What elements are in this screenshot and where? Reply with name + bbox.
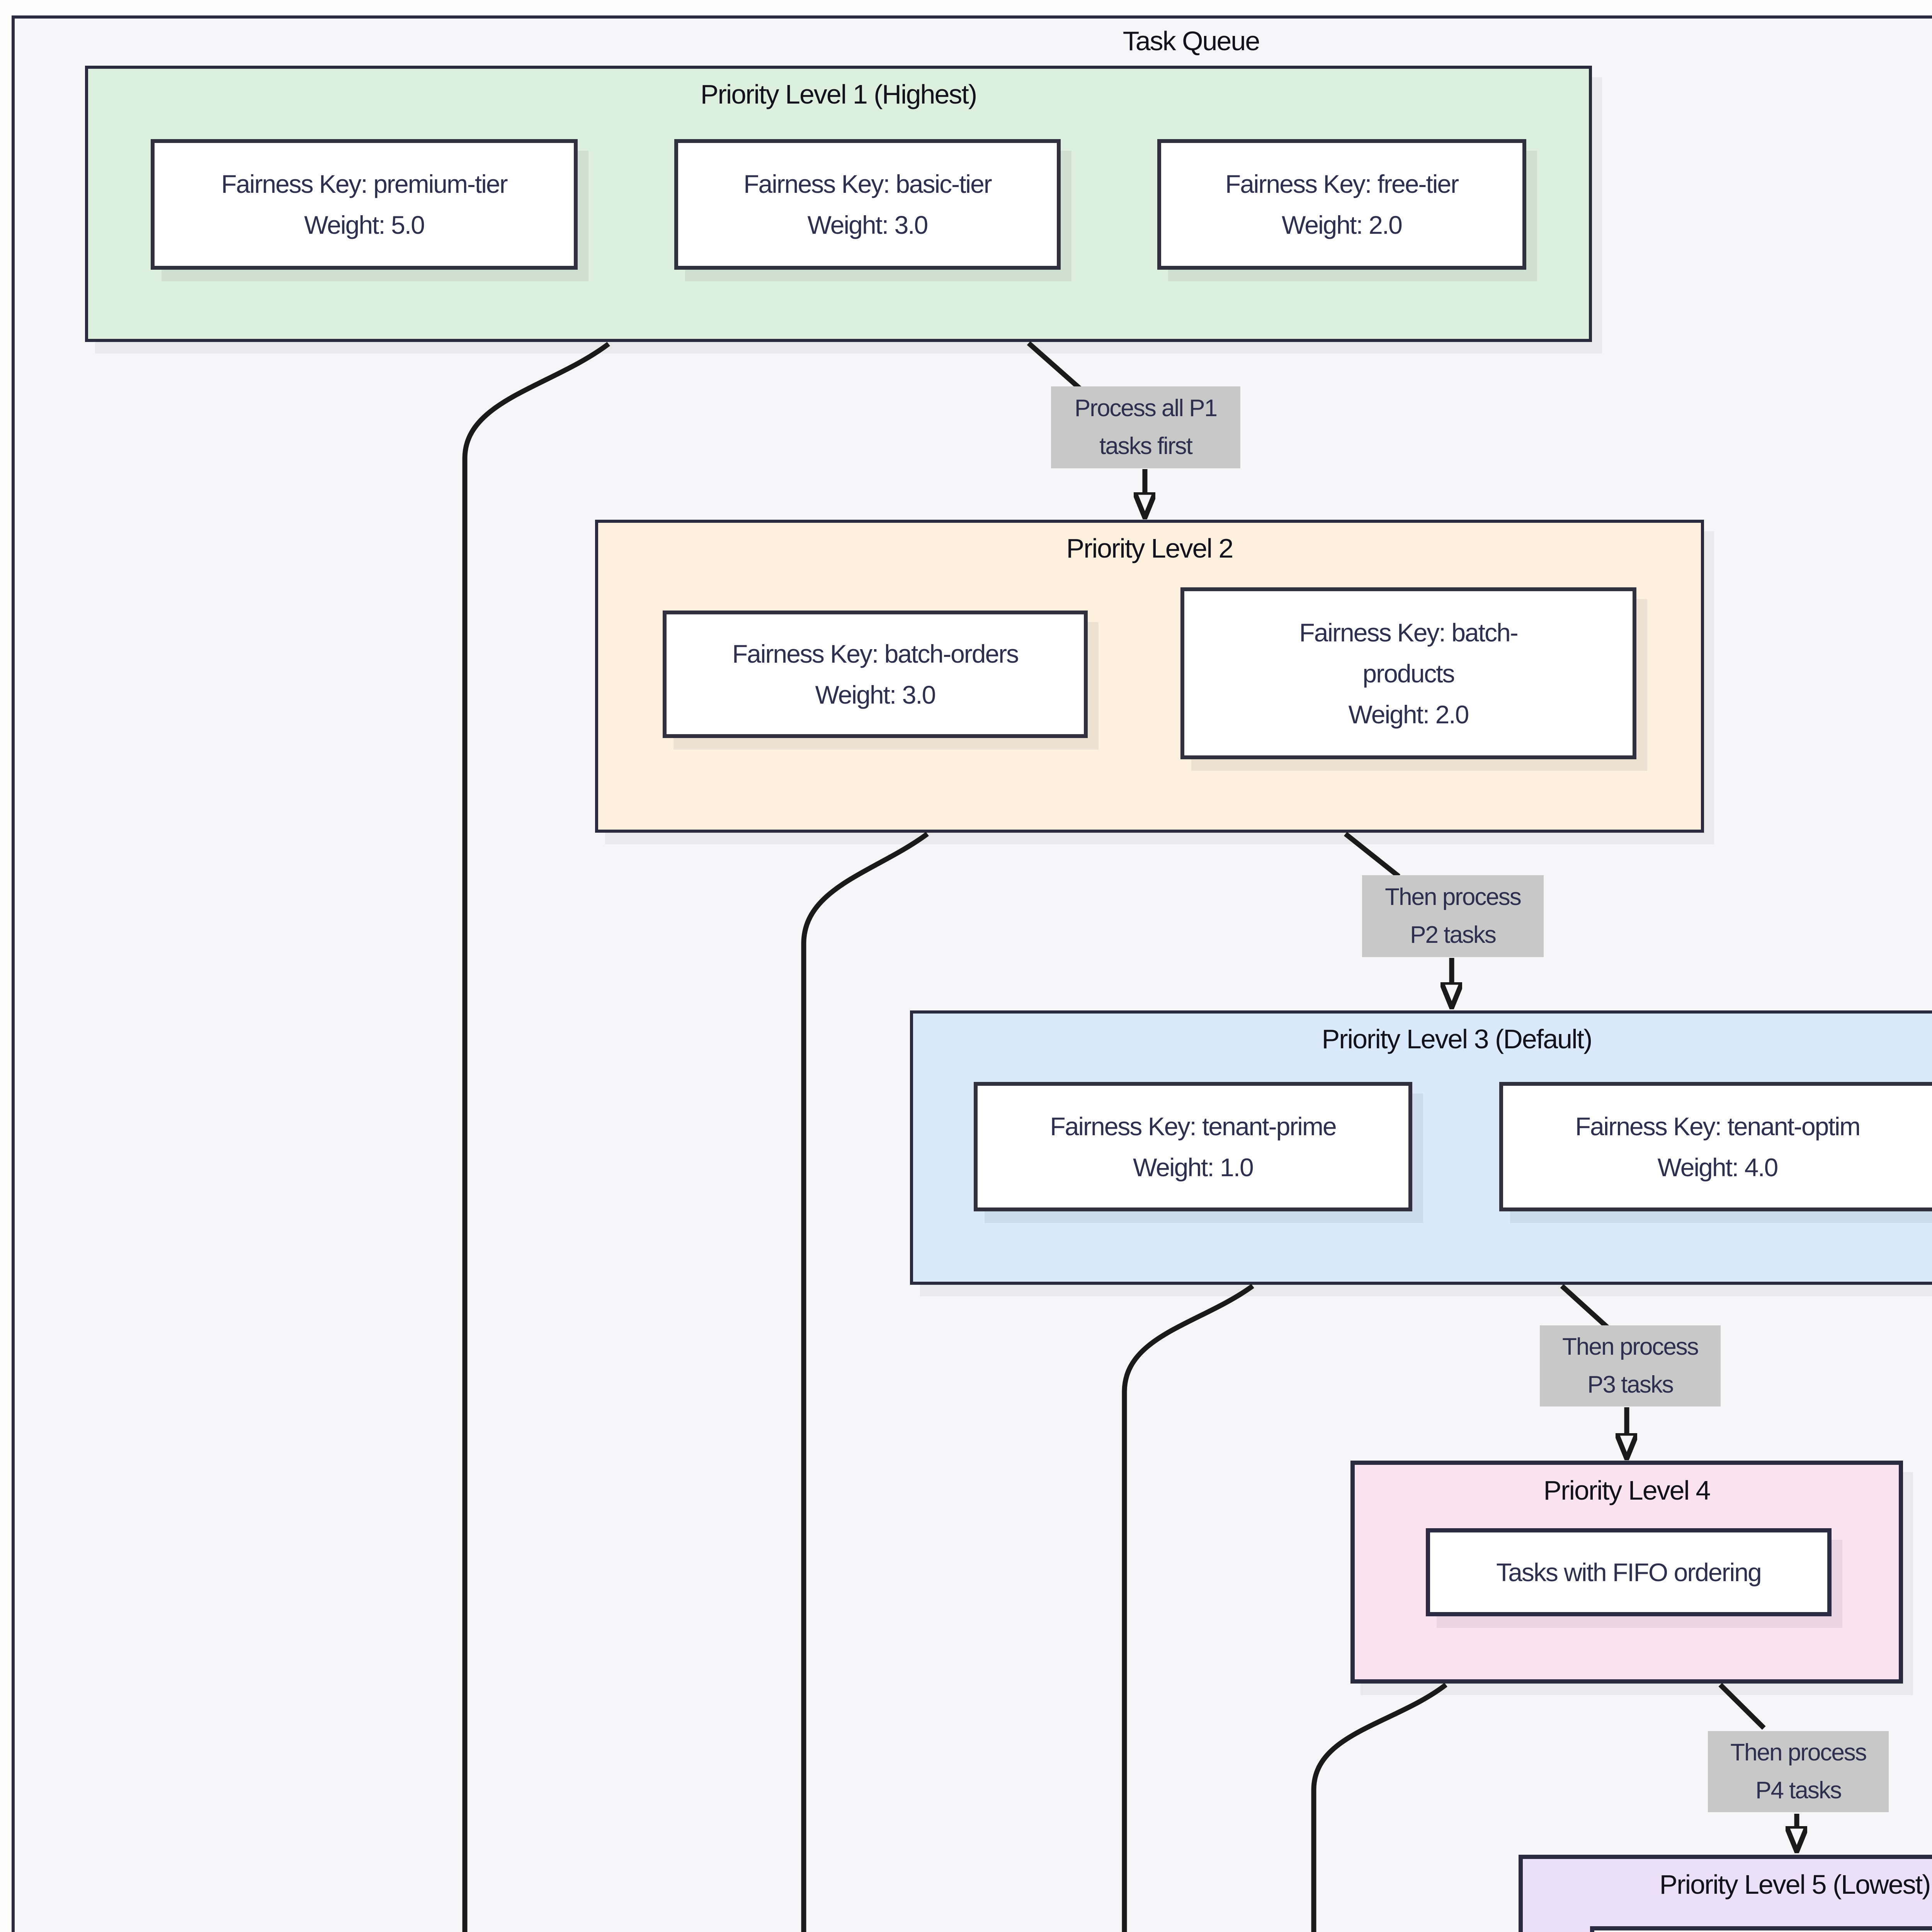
edge-label-then-process-p4: Then process P4 tasks <box>1708 1731 1889 1812</box>
node-line: Fairness Key: free-tier <box>1225 170 1459 198</box>
node-line: Weight: 2.0 <box>1348 700 1469 729</box>
node-line: Fairness Key: tenant-optim <box>1575 1112 1861 1141</box>
edge-label-line: Process all P1 <box>1074 395 1218 422</box>
fairness-node-batch-products: Fairness Key: batch- products Weight: 2.… <box>1180 587 1636 759</box>
fifo-node-p4: Tasks with FIFO ordering <box>1426 1528 1832 1616</box>
fairness-node-tenant-optim: Fairness Key: tenant-optim Weight: 4.0 <box>1499 1082 1932 1211</box>
node-line: Fairness Key: batch-orders <box>732 639 1019 668</box>
node-line: Weight: 4.0 <box>1657 1153 1779 1182</box>
edge-label-line: Then process <box>1562 1333 1699 1360</box>
node-line: Fairness Key: batch- <box>1299 618 1518 647</box>
priority-level-3-title: Priority Level 3 (Default) <box>1321 1024 1593 1054</box>
priority-level-4-title: Priority Level 4 <box>1543 1475 1711 1505</box>
priority-level-1-title: Priority Level 1 (Highest) <box>700 79 977 109</box>
edge-label-then-process-p2: Then process P2 tasks <box>1362 875 1544 957</box>
node-line: Fairness Key: basic-tier <box>743 170 992 198</box>
node-line: Tasks with FIFO ordering <box>1496 1558 1762 1587</box>
edge-label-line: P3 tasks <box>1587 1371 1674 1398</box>
fairness-node-free-tier: Fairness Key: free-tier Weight: 2.0 <box>1157 139 1526 270</box>
node-line: Fairness Key: tenant-prime <box>1050 1112 1337 1141</box>
fairness-node-premium-tier: Fairness Key: premium-tier Weight: 5.0 <box>151 139 578 270</box>
priority-level-5-cluster: Priority Level 5 (Lowest) <box>1519 1855 1932 1932</box>
node-line: Weight: 3.0 <box>815 680 936 709</box>
edge-label-line: Then process <box>1385 884 1522 910</box>
node-line: Fairness Key: premium-tier <box>221 170 508 198</box>
edge-label-line: P2 tasks <box>1410 922 1497 948</box>
edge-label-process-all-p1: Process all P1 tasks first <box>1051 386 1240 468</box>
node-line: Weight: 3.0 <box>807 211 929 239</box>
fairness-node-basic-tier: Fairness Key: basic-tier Weight: 3.0 <box>674 139 1061 270</box>
edge-label-line: P4 tasks <box>1755 1777 1842 1804</box>
fifo-node-p5: Tasks with FIFO ordering <box>1590 1926 1932 1932</box>
priority-level-2-title: Priority Level 2 <box>1066 533 1234 563</box>
task-queue-title: Task Queue <box>1122 26 1260 56</box>
priority-level-5-title: Priority Level 5 (Lowest) <box>1659 1869 1931 1900</box>
fairness-node-tenant-prime: Fairness Key: tenant-prime Weight: 1.0 <box>974 1082 1412 1211</box>
node-line: Weight: 1.0 <box>1133 1153 1254 1182</box>
node-line: Weight: 5.0 <box>304 211 425 239</box>
edge-label-then-process-p3: Then process P3 tasks <box>1540 1325 1721 1406</box>
fairness-node-batch-orders: Fairness Key: batch-orders Weight: 3.0 <box>663 611 1088 738</box>
node-line: products <box>1362 659 1455 688</box>
edge-label-line: tasks first <box>1099 433 1193 459</box>
node-line: Weight: 2.0 <box>1282 211 1403 239</box>
edge-label-line: Then process <box>1730 1739 1867 1766</box>
